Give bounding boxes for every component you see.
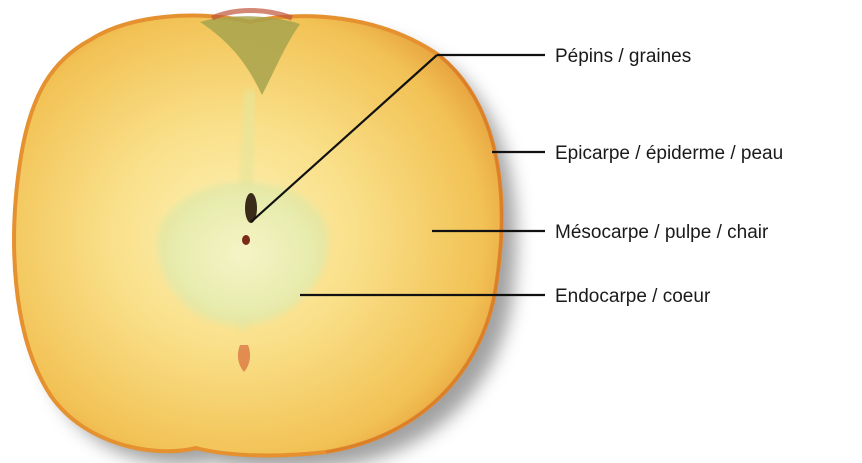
- label-mesocarp: Mésocarpe / pulpe / chair: [555, 222, 769, 243]
- label-endocarp: Endocarpe / coeur: [555, 286, 711, 307]
- label-seeds: Pépins / graines: [555, 46, 691, 67]
- label-epicarp: Epicarpe / épiderme / peau: [555, 143, 783, 164]
- seed-small-icon: [242, 235, 250, 245]
